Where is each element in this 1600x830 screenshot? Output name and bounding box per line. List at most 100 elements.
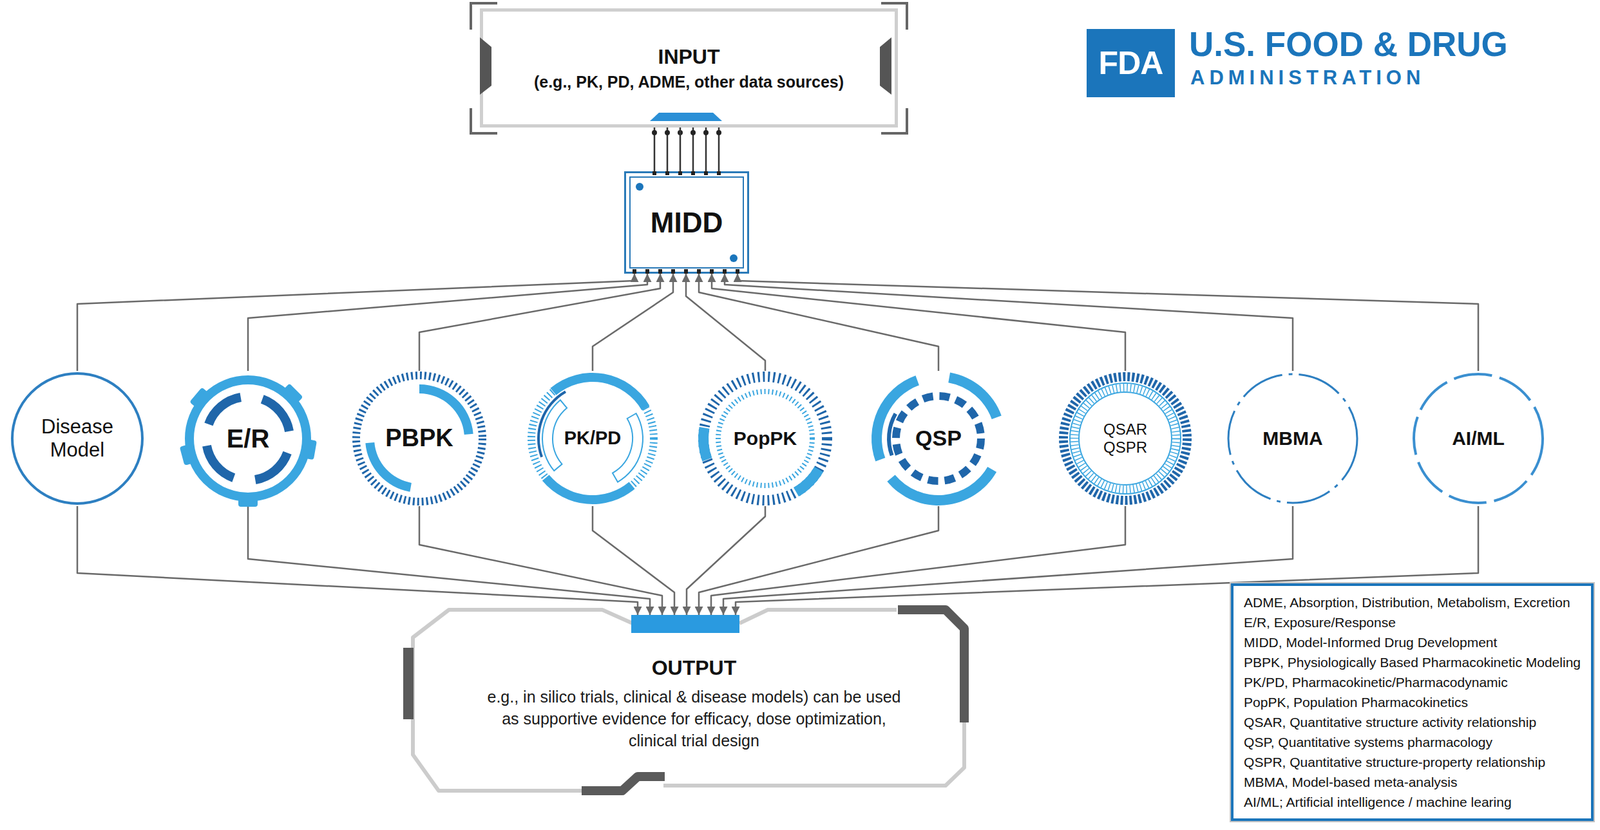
ring bbox=[718, 391, 813, 486]
connector bbox=[698, 273, 939, 372]
wire-dot bbox=[703, 130, 709, 136]
ring-arc bbox=[204, 392, 242, 426]
dark-trace bbox=[897, 609, 965, 723]
chip-dot bbox=[635, 182, 644, 191]
wire-dot bbox=[651, 130, 658, 136]
wire-dot bbox=[690, 130, 696, 136]
node-title: MBMA bbox=[1262, 427, 1323, 451]
node-text: PK/PD, Pharmacokinetic/Pharmacodynamic bbox=[1243, 672, 1581, 693]
model-circle: E/R bbox=[180, 371, 316, 507]
circuit-trace bbox=[663, 721, 965, 786]
agency-name: U.S. FOOD & DRUG bbox=[1189, 24, 1508, 64]
ring bbox=[189, 380, 307, 498]
agency-subtitle: ADMINISTRATION bbox=[1190, 66, 1425, 90]
chip-pin bbox=[722, 269, 727, 274]
node-title: PBPK bbox=[385, 424, 454, 453]
ring bbox=[1074, 387, 1177, 490]
chip-pin bbox=[645, 269, 650, 274]
chip-inner bbox=[629, 177, 744, 268]
node-title: PopPK bbox=[733, 427, 797, 451]
circle-ornament bbox=[698, 372, 832, 505]
node-title: OUTPUT bbox=[651, 656, 737, 681]
model-circle: PK/PD bbox=[524, 371, 661, 507]
circle-ground bbox=[1411, 372, 1545, 505]
node-text: MIDD, Model-Informed Drug Development bbox=[1243, 632, 1581, 653]
node-text: E/R, Exposure/Response bbox=[1243, 612, 1581, 633]
node-title: AI/ML bbox=[1451, 427, 1505, 451]
node-text: QSAR, Quantitative structure activity re… bbox=[1243, 712, 1581, 733]
chip-pin bbox=[658, 269, 663, 274]
circle-ground bbox=[526, 372, 659, 505]
circle-ornament bbox=[1226, 372, 1360, 505]
ring bbox=[1063, 376, 1188, 501]
model-circle: Disease Model bbox=[9, 371, 145, 507]
chip-dot bbox=[729, 254, 738, 263]
connector bbox=[592, 273, 674, 372]
chip-pin bbox=[684, 269, 688, 274]
node-text: (e.g., PK, PD, ADME, other data sources) bbox=[533, 72, 844, 92]
node-title: INPUT bbox=[658, 45, 721, 69]
node-title: MIDD bbox=[650, 206, 723, 239]
node-text: PBPK, Physiologically Based Pharmacokine… bbox=[1243, 652, 1581, 673]
output-bar bbox=[631, 615, 740, 634]
model-circle: QSAR QSPR bbox=[1057, 371, 1193, 507]
logo-box: FDA bbox=[1086, 28, 1175, 98]
ring bbox=[1413, 374, 1543, 504]
node-text: AI/ML; Artificial intelligence / machine… bbox=[1243, 792, 1581, 813]
connector bbox=[77, 273, 635, 372]
circle-ornament bbox=[352, 372, 486, 505]
connector bbox=[419, 506, 663, 616]
connector bbox=[711, 506, 1126, 616]
ring bbox=[895, 396, 981, 482]
ring-arc bbox=[886, 412, 898, 457]
model-circle: AI/ML bbox=[1410, 371, 1546, 507]
chip-pin bbox=[691, 171, 696, 176]
node-text: QSPR, Quantitative structure-property re… bbox=[1243, 752, 1581, 773]
circle-ornament bbox=[1058, 372, 1192, 505]
ring-arc bbox=[886, 466, 997, 506]
circle-ground bbox=[181, 372, 315, 505]
circle-ground bbox=[1058, 372, 1192, 505]
circle-ornament bbox=[1411, 372, 1545, 505]
chip-pin bbox=[716, 171, 721, 176]
chip-outer bbox=[625, 172, 749, 274]
wire-dots bbox=[651, 130, 722, 136]
node-text: PopPK, Population Pharmacokinetics bbox=[1243, 692, 1581, 713]
model-circle: PBPK bbox=[351, 371, 487, 507]
ring bbox=[1069, 383, 1181, 495]
node-title: ADME, Absorption, Distribution, Metaboli… bbox=[1243, 592, 1581, 613]
node-title: FDA bbox=[1098, 44, 1164, 82]
connector bbox=[419, 273, 661, 372]
bottom-tab bbox=[649, 112, 723, 122]
node-title: PK/PD bbox=[564, 427, 622, 449]
circle-ground bbox=[10, 372, 144, 505]
ring bbox=[703, 376, 828, 501]
circle-ornament bbox=[526, 372, 659, 505]
ring-arc bbox=[793, 466, 824, 497]
chip-pin bbox=[678, 171, 683, 176]
ring bbox=[356, 375, 483, 502]
node-title: QSP bbox=[915, 425, 962, 451]
chip-pin bbox=[696, 269, 701, 274]
input-wires bbox=[654, 127, 719, 172]
circle-ornament bbox=[871, 372, 1005, 506]
chip-pin bbox=[632, 269, 637, 274]
node-title: Disease Model bbox=[35, 415, 120, 462]
input-brackets bbox=[470, 3, 907, 134]
node-text: MBMA, Model-based meta-analysis bbox=[1243, 772, 1581, 793]
wire-dot bbox=[716, 130, 722, 136]
dark-trace bbox=[581, 776, 665, 791]
ring-arc bbox=[537, 390, 567, 458]
connector bbox=[679, 127, 682, 172]
side-tab bbox=[879, 37, 892, 95]
midd-chip: MIDD bbox=[624, 171, 750, 274]
chip-pin bbox=[671, 269, 676, 274]
node-title: E/R bbox=[226, 423, 270, 454]
connector bbox=[592, 506, 675, 616]
circle-ground bbox=[1226, 372, 1360, 505]
circle-ornament bbox=[10, 372, 144, 505]
dark-trace bbox=[403, 647, 414, 720]
output-outline bbox=[408, 609, 965, 791]
circle-ground bbox=[698, 372, 832, 505]
